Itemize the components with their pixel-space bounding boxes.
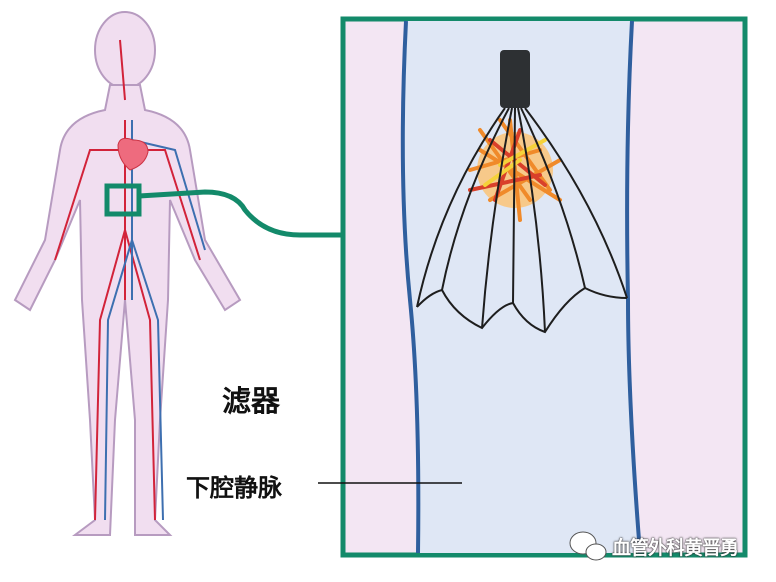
vein-wall-right: [625, 20, 642, 554]
human-body-figure: [13, 11, 242, 536]
vena-cava-filter: [416, 50, 628, 334]
connector-line: [138, 189, 344, 238]
watermark: 血管外科黄晋勇: [612, 537, 739, 559]
vein-wall-left: [400, 20, 421, 554]
blood-vessels: [54, 39, 206, 521]
filter-hook: [500, 50, 530, 108]
wechat-icon: [569, 531, 607, 561]
heart-icon: [117, 137, 149, 171]
vein-lumen: [402, 21, 640, 553]
filter-label: 滤器: [222, 384, 281, 418]
location-marker: [104, 183, 142, 217]
inferior-vena-cava-label: 下腔静脉: [186, 474, 282, 502]
